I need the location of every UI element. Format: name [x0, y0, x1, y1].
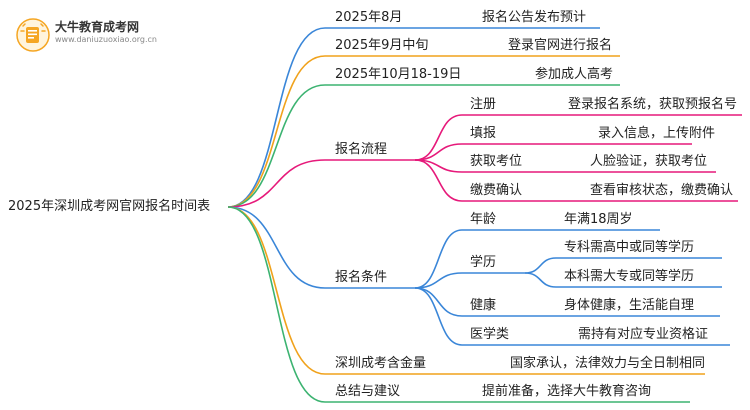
node-cond-health: 健康	[470, 298, 497, 313]
edge-edu-bachelor	[524, 272, 557, 288]
edge-root-cond	[227, 206, 326, 289]
node-announcement: 报名公告发布预计	[482, 10, 587, 25]
node-flow-seat: 获取考位	[470, 154, 523, 169]
node-2025-oct: 2025年10月18-19日	[335, 67, 462, 82]
node-cond-edu-bachelor: 本科需大专或同等学历	[564, 269, 695, 284]
node-2025-aug: 2025年8月	[335, 10, 403, 25]
node-value: 深圳成考含金量	[335, 356, 427, 371]
node-flow-fill: 填报	[470, 126, 497, 141]
edge-root-summary	[227, 206, 326, 403]
node-summary-detail: 提前准备，选择大牛教育咨询	[482, 384, 652, 399]
node-flow-payment-detail: 查看审核状态，缴费确认	[590, 183, 734, 198]
edge-root-aug	[227, 27, 326, 208]
edge-root-flow	[227, 159, 326, 208]
edge-flow-2	[414, 143, 463, 161]
root-node: 2025年深圳成考网官网报名时间表	[8, 199, 211, 214]
node-flow-payment: 缴费确认	[470, 183, 523, 198]
node-2025-sep: 2025年9月中旬	[335, 38, 429, 53]
edge-root-sep	[227, 55, 326, 208]
node-cond-education: 学历	[470, 255, 497, 270]
node-cond-medical: 医学类	[470, 327, 510, 342]
edge-root-value	[227, 206, 326, 375]
node-flow-fill-detail: 录入信息，上传附件	[598, 126, 716, 141]
node-online-registration: 登录官网进行报名	[508, 38, 613, 53]
edge-cond-medical	[414, 287, 463, 346]
edge-cond-edu	[414, 272, 463, 289]
node-flow-seat-detail: 人脸验证，获取考位	[590, 154, 708, 169]
node-exam: 参加成人高考	[535, 67, 614, 82]
edge-cond-age	[414, 229, 463, 289]
edge-cond-health	[414, 287, 463, 317]
node-summary: 总结与建议	[335, 384, 401, 399]
node-cond-age-detail: 年满18周岁	[564, 212, 633, 227]
node-conditions: 报名条件	[335, 270, 388, 285]
node-flow-register-detail: 登录报名系统，获取预报名号	[568, 97, 738, 112]
logo-url: www.daniuzuoxiao.org.cn	[55, 35, 157, 44]
edge-flow-4	[414, 159, 463, 202]
node-value-detail: 国家承认，法律效力与全日制相同	[510, 356, 706, 371]
node-registration-flow: 报名流程	[335, 142, 388, 157]
node-cond-age: 年龄	[470, 212, 497, 227]
logo-title: 大牛教育成考网	[55, 20, 140, 34]
node-flow-register: 注册	[470, 97, 497, 112]
logo-icon	[16, 18, 50, 52]
edge-edu-junior	[524, 257, 557, 274]
edge-flow-1	[414, 114, 463, 161]
node-cond-health-detail: 身体健康，生活能自理	[564, 298, 695, 313]
node-cond-medical-detail: 需持有对应专业资格证	[578, 327, 709, 342]
node-cond-edu-junior: 专科需高中或同等学历	[564, 240, 695, 255]
edge-root-oct	[227, 84, 326, 208]
